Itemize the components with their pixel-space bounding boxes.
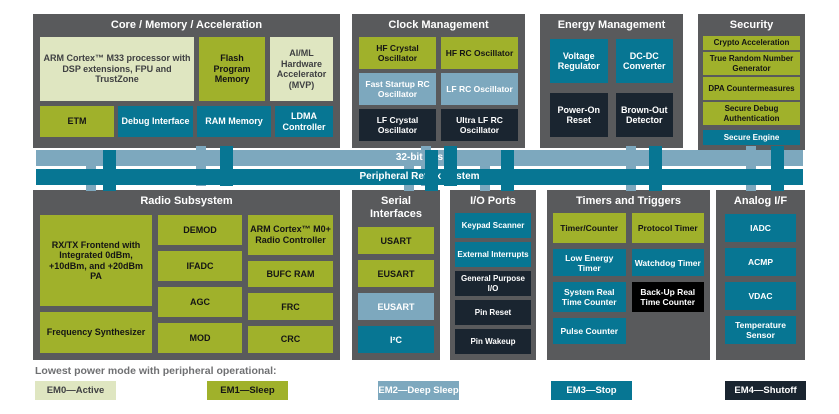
block-system-real-time-counter: System Real Time Counter (553, 282, 626, 313)
block-usart: USART (358, 227, 434, 255)
block-frequency-synthesizer: Frequency Synthesizer (40, 312, 152, 354)
block-arm-cortex-m33: ARM Cortex™ M33 processor with DSP exten… (40, 37, 194, 102)
block-mod: MOD (158, 323, 242, 354)
legend-em3-stop: EM3—Stop (551, 381, 632, 400)
block-low-energy-timer: Low Energy Timer (553, 249, 626, 277)
block-i2c: I²C (358, 326, 434, 354)
block-secure-engine: Secure Engine (703, 130, 800, 146)
block-ram-memory: RAM Memory (197, 106, 271, 138)
block-dc-dc-converter: DC-DC Converter (615, 39, 673, 84)
bus-connector (649, 146, 662, 191)
block-eusart-2: EUSART (358, 293, 434, 321)
block-pin-wakeup: Pin Wakeup (455, 329, 531, 355)
block-flash-program-memory: Flash Program Memory (199, 37, 265, 102)
panel-title-radio: Radio Subsystem (140, 195, 233, 207)
block-watchdog-timer: Watchdog Timer (631, 249, 704, 277)
block-arm-cortex-m0-radio-controller: ARM Cortex™ M0+ Radio Controller (248, 215, 333, 255)
panel-timers-and-triggers: Timers and Triggers Timer/Counter Protoc… (547, 190, 710, 360)
block-lf-crystal-oscillator: LF Crystal Oscillator (359, 109, 436, 142)
panel-title-security: Security (729, 19, 774, 31)
timers-empty-cell (632, 318, 705, 344)
legend-em0-active: EM0—Active (35, 381, 116, 400)
block-pin-reset: Pin Reset (455, 300, 531, 326)
bus-prs-label: Peripheral Reflex System (359, 171, 480, 182)
block-hf-crystal-oscillator: HF Crystal Oscillator (359, 37, 436, 70)
panel-radio-subsystem: Radio Subsystem RX/TX Frontend with Inte… (33, 190, 340, 360)
bus-connector (196, 146, 206, 186)
legend-em1-sleep: EM1—Sleep (207, 381, 288, 400)
panel-title-analog: Analog I/F (733, 195, 788, 207)
block-eusart-1: EUSART (358, 260, 434, 288)
panel-title-clock: Clock Management (388, 19, 489, 31)
block-lf-rc-oscillator: LF RC Oscillator (441, 73, 518, 106)
block-frc: FRC (248, 293, 333, 321)
legend-em2-deep-sleep: EM2—Deep Sleep (378, 381, 459, 400)
bus-connector (444, 146, 457, 186)
panel-title-io: I/O Ports (470, 195, 516, 207)
bus-32bit: 32-bit bus (36, 150, 803, 166)
panel-io-ports: I/O Ports Keypad Scanner External Interr… (450, 190, 536, 360)
block-temperature-sensor: Temperature Sensor (725, 316, 796, 345)
legend-title: Lowest power mode with peripheral operat… (35, 365, 277, 377)
panel-security: Security Crypto Acceleration True Random… (698, 14, 805, 150)
block-ifadc: IFADC (158, 251, 242, 282)
panel-clock-management: Clock Management HF Crystal Oscillator H… (352, 14, 525, 148)
block-external-interrupts: External Interrupts (455, 242, 531, 268)
block-secure-debug-authentication: Secure Debug Authentication (703, 102, 800, 126)
block-voltage-regulator: Voltage Regulator (550, 39, 608, 84)
bus-connector (626, 146, 636, 191)
block-fast-startup-rc-oscillator: Fast Startup RC Oscillator (359, 73, 436, 106)
block-demod: DEMOD (158, 215, 242, 246)
bus-32bit-label: 32-bit bus (395, 152, 444, 163)
block-crc: CRC (248, 326, 333, 354)
block-true-random-number-generator: True Random Number Generator (703, 52, 800, 76)
block-debug-interface: Debug Interface (118, 106, 193, 138)
panel-title-timers: Timers and Triggers (576, 195, 681, 207)
block-rxtx-frontend: RX/TX Frontend with Integrated 0dBm, +10… (40, 215, 152, 307)
bus-peripheral-reflex-system: Peripheral Reflex System (36, 169, 803, 185)
bus-connector (103, 150, 116, 191)
block-timer-counter: Timer/Counter (553, 213, 626, 244)
bus-connector (425, 150, 438, 191)
block-agc: AGC (158, 287, 242, 318)
panel-title-energy: Energy Management (557, 19, 666, 31)
panel-title-core: Core / Memory / Acceleration (110, 19, 263, 31)
block-crypto-acceleration: Crypto Acceleration (703, 36, 800, 51)
bus-connector (501, 150, 514, 191)
legend-em4-shutoff: EM4—Shutoff (725, 381, 806, 400)
block-iadc: IADC (725, 214, 796, 243)
block-vdac: VDAC (725, 282, 796, 311)
block-power-on-reset: Power-On Reset (550, 93, 608, 138)
block-keypad-scanner: Keypad Scanner (455, 213, 531, 239)
bus-connector (746, 146, 756, 191)
panel-serial-interfaces: Serial Interfaces USART EUSART EUSART I²… (352, 190, 440, 360)
panel-energy-management: Energy Management Voltage Regulator DC-D… (540, 14, 683, 148)
block-protocol-timer: Protocol Timer (631, 213, 704, 244)
block-ultra-lf-rc-oscillator: Ultra LF RC Oscillator (441, 109, 518, 142)
bus-connector (220, 146, 233, 186)
block-general-purpose-io: General Purpose I/O (455, 271, 531, 297)
block-hf-rc-oscillator: HF RC Oscillator (441, 37, 518, 70)
block-ldma-controller: LDMA Controller (275, 106, 333, 138)
panel-title-serial: Serial Interfaces (370, 195, 422, 221)
block-acmp: ACMP (725, 248, 796, 277)
block-dpa-countermeasures: DPA Countermeasures (703, 77, 800, 101)
panel-core-memory-acceleration: Core / Memory / Acceleration ARM Cortex™… (33, 14, 340, 148)
panel-analog-if: Analog I/F IADC ACMP VDAC Temperature Se… (716, 190, 805, 360)
block-backup-real-time-counter: Back-Up Real Time Counter (631, 282, 704, 313)
block-aiml-hardware-accelerator: AI/ML Hardware Accelerator (MVP) (270, 37, 333, 102)
block-brown-out-detector: Brown-Out Detector (615, 93, 673, 138)
bus-connector (771, 146, 784, 191)
block-bufc-ram: BUFC RAM (248, 260, 333, 288)
block-pulse-counter: Pulse Counter (553, 318, 626, 345)
block-etm: ETM (40, 106, 114, 138)
